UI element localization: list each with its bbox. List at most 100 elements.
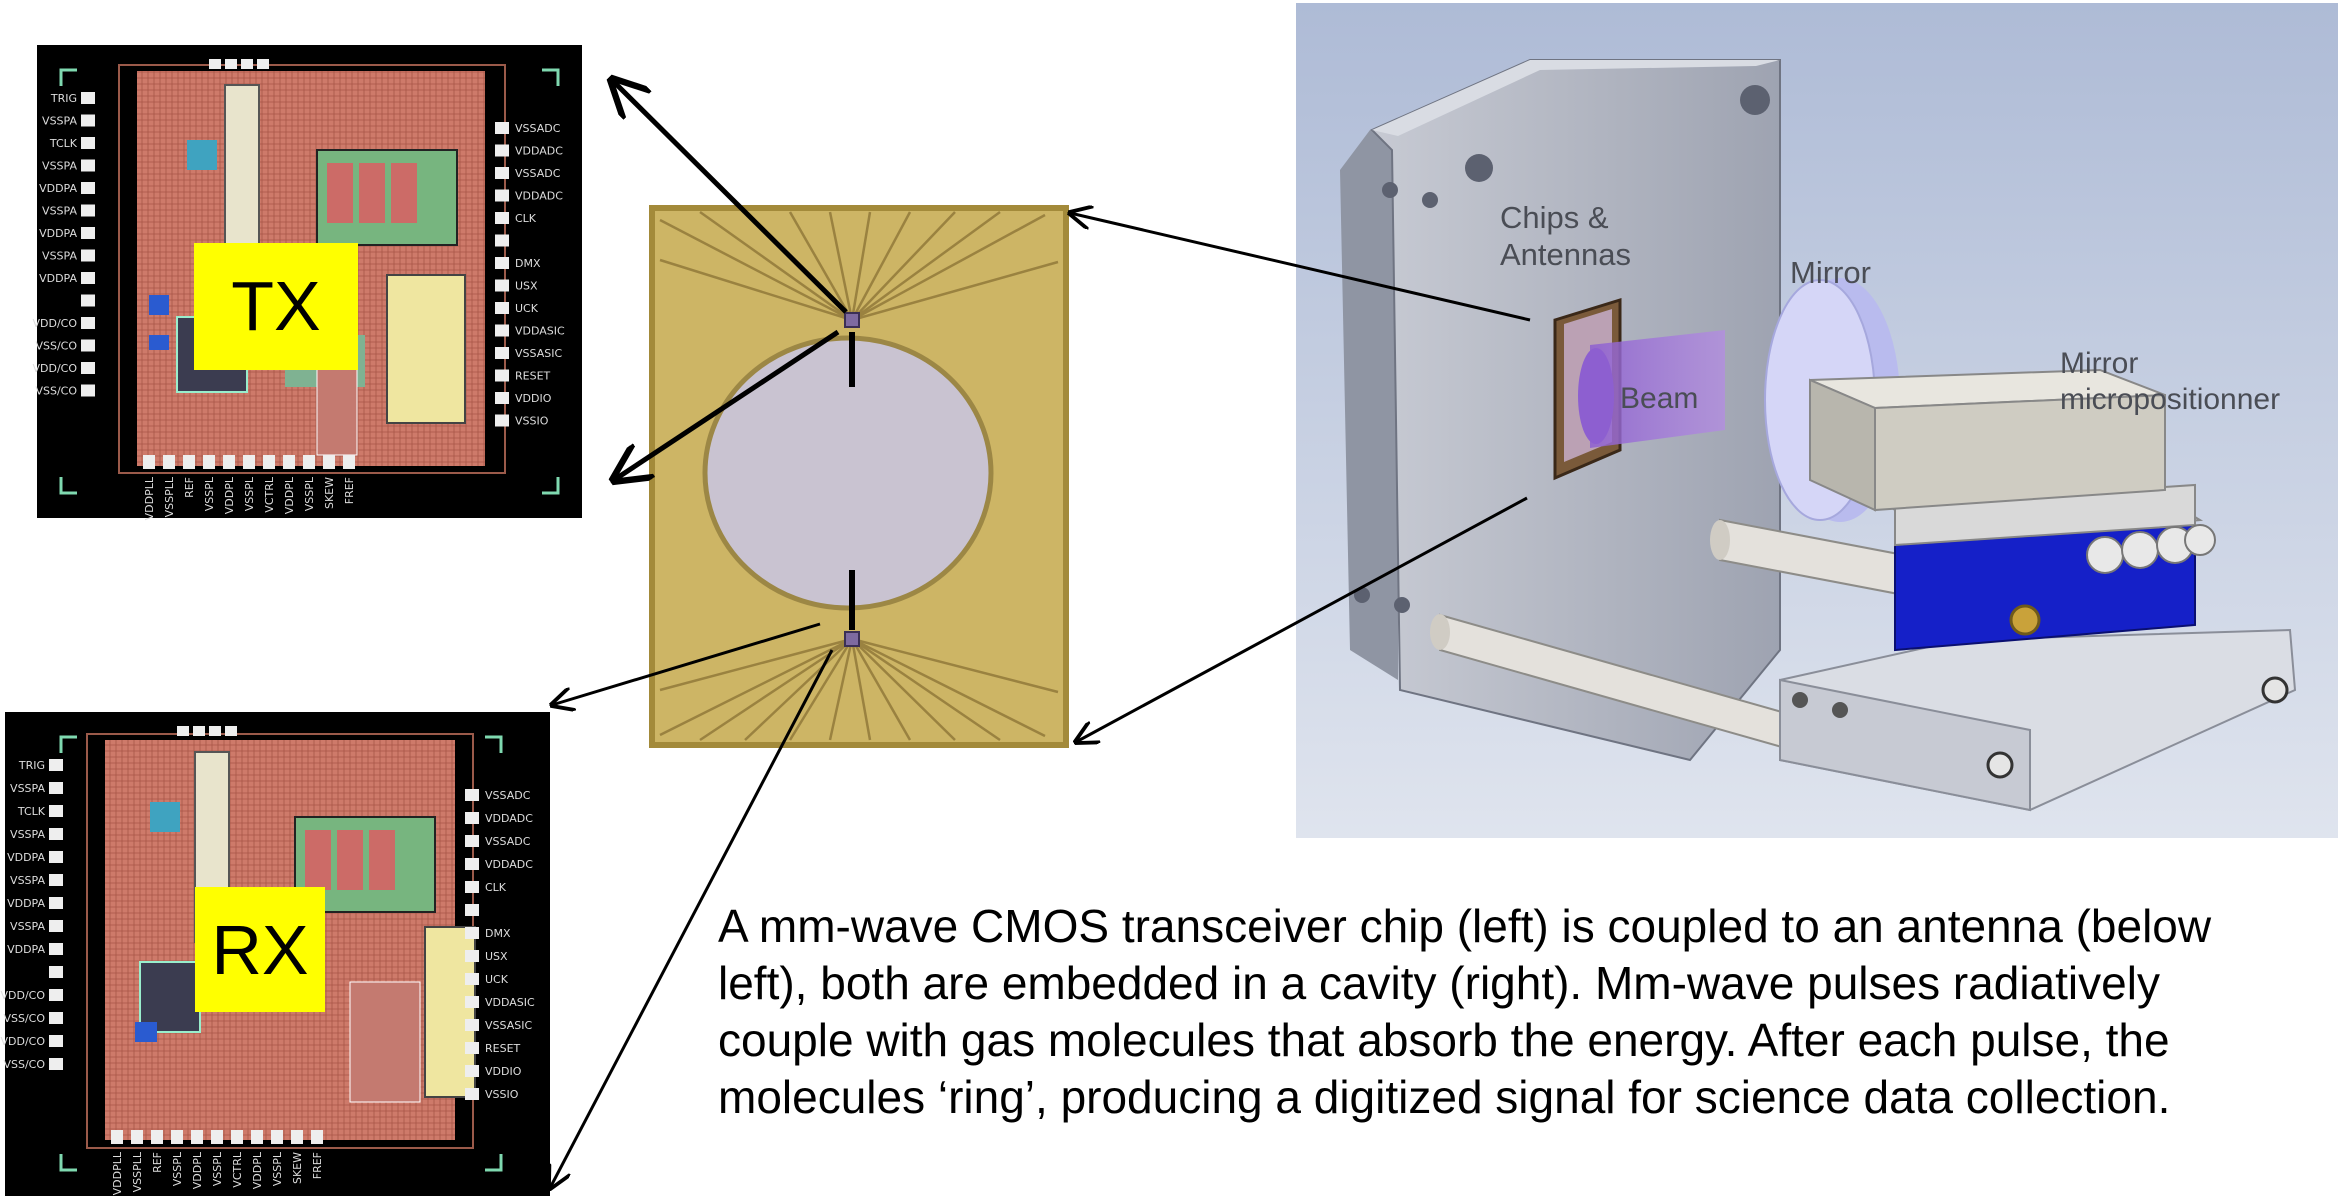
pad: [231, 1130, 243, 1144]
pin-label: VCTRL: [231, 1151, 244, 1188]
pad: [291, 1130, 303, 1144]
pin-label: VDDPL: [191, 1151, 204, 1189]
feed-line: [659, 218, 853, 322]
caption: A mm-wave CMOS transceiver chip (left) i…: [718, 898, 2318, 1126]
feed-line: [851, 211, 956, 321]
caption-line-3: couple with gas molecules that absorb th…: [718, 1014, 2170, 1066]
pin-label: VSSADC: [485, 789, 531, 802]
pin-label: VDDPLL: [111, 1151, 124, 1195]
pin-label: VDDPA: [7, 943, 45, 956]
connector-arrows: [550, 80, 1531, 1188]
pad: [211, 1130, 223, 1144]
feed-line: [828, 638, 854, 741]
pin-label: UCK: [515, 302, 539, 315]
feed-line: [659, 637, 853, 692]
pin-label: USX: [485, 950, 508, 963]
pad: [171, 1130, 183, 1144]
pin-label: SKEW: [323, 477, 336, 509]
pad: [465, 835, 479, 847]
cad-plate-top: [1372, 60, 1780, 136]
cad-label-micropositioner-line: micropositionner: [2060, 383, 2280, 416]
feed-line: [850, 638, 872, 741]
tx-badge: [194, 243, 358, 370]
pin-label: VSSPA: [42, 160, 77, 173]
feed-line: [851, 637, 1046, 738]
pin-label: REF: [183, 477, 196, 498]
pad: [495, 347, 509, 359]
pad: [163, 455, 175, 469]
pad: [81, 182, 95, 194]
pad: [465, 1088, 479, 1100]
pin-label: UCK: [485, 973, 509, 986]
pad: [81, 92, 95, 104]
pin-label: VDDADC: [485, 858, 533, 871]
feed-line: [851, 213, 1046, 322]
pad: [81, 159, 95, 172]
antenna-feed-lines: [659, 210, 1059, 742]
pin-label: VDDADC: [515, 145, 563, 158]
pad: [465, 927, 479, 939]
rx-badge: [195, 887, 325, 1012]
pad: [203, 455, 215, 469]
pad: [223, 455, 235, 469]
pin-label: VDD/CO: [0, 1035, 45, 1048]
pin-label: TCLK: [49, 137, 78, 150]
pin-label: TCLK: [17, 805, 46, 818]
pin-label: VSSADC: [485, 835, 531, 848]
pad: [495, 189, 509, 202]
pad: [495, 302, 509, 314]
pad: [495, 234, 509, 247]
cad-beam-end: [1578, 348, 1614, 444]
rx-chip-right-pads: VSSADCVDDADCVSSADCVDDADCCLKDMXUSXUCKVDDA…: [465, 789, 535, 1101]
pin-label: VSSPA: [42, 250, 77, 263]
pad: [495, 392, 509, 404]
rx-chip-left-pads: TRIGVSSPATCLKVSSPAVDDPAVSSPAVDDPAVSSPAVD…: [0, 759, 63, 1071]
pin-label: TRIG: [18, 759, 45, 772]
pin-label: REF: [151, 1152, 164, 1173]
pin-label: VDDPA: [7, 897, 45, 910]
pin-label: VDDPA: [7, 851, 45, 864]
pad: [495, 167, 509, 179]
pad: [183, 455, 195, 469]
rx-chip-corner-marks: [59, 735, 503, 1172]
caption-line-1: A mm-wave CMOS transceiver chip (left) i…: [718, 900, 2212, 952]
pin-label: VCTRL: [263, 476, 276, 513]
pad: [81, 317, 95, 329]
pin-label: VSSPL: [211, 1151, 224, 1186]
arrow-cavity-to-board-top: [1070, 213, 1531, 322]
pad: [495, 122, 509, 134]
cad-label-micropositioner: Mirror micropositionner: [2060, 347, 2280, 416]
antenna-bottom-probe: [849, 570, 855, 630]
cad-label-beam: Beam: [1620, 382, 1698, 415]
feed-line: [851, 637, 1001, 742]
pad: [191, 1130, 203, 1144]
pad: [343, 455, 355, 469]
arrow-antenna-to-tx-bottom: [614, 329, 840, 480]
pad: [495, 369, 509, 382]
rx-chip-layout: TRIGVSSPATCLKVSSPAVDDPAVSSPAVDDPAVSSPAVD…: [0, 712, 550, 1196]
pin-label: VSSPA: [10, 874, 45, 887]
feed-line: [744, 638, 853, 741]
pad: [465, 858, 479, 870]
pin-label: FREF: [343, 477, 356, 504]
antenna-disc: [702, 335, 994, 611]
feed-line: [699, 210, 853, 322]
pad: [143, 455, 155, 469]
pin-label: VSSPL: [203, 476, 216, 511]
pin-label: VDDPL: [251, 1151, 264, 1189]
pad: [49, 989, 63, 1001]
pin-label: VSSADC: [515, 122, 561, 135]
cad-micropositioner-side: [1874, 393, 2166, 512]
feed-line: [659, 637, 853, 737]
caption-line-4: molecules ‘ring’, producing a digitized …: [718, 1071, 2171, 1123]
pad: [81, 249, 95, 262]
pin-label: VDDASIC: [515, 325, 565, 338]
antenna-bottom-chip-pad: [844, 631, 860, 647]
pin-label: USX: [515, 280, 538, 293]
pad: [495, 257, 509, 269]
feed-line: [659, 258, 853, 322]
pad: [81, 204, 95, 217]
pin-label: VDDPLL: [143, 476, 156, 520]
antenna-top-chip-pad: [844, 312, 860, 328]
pad: [49, 897, 63, 909]
